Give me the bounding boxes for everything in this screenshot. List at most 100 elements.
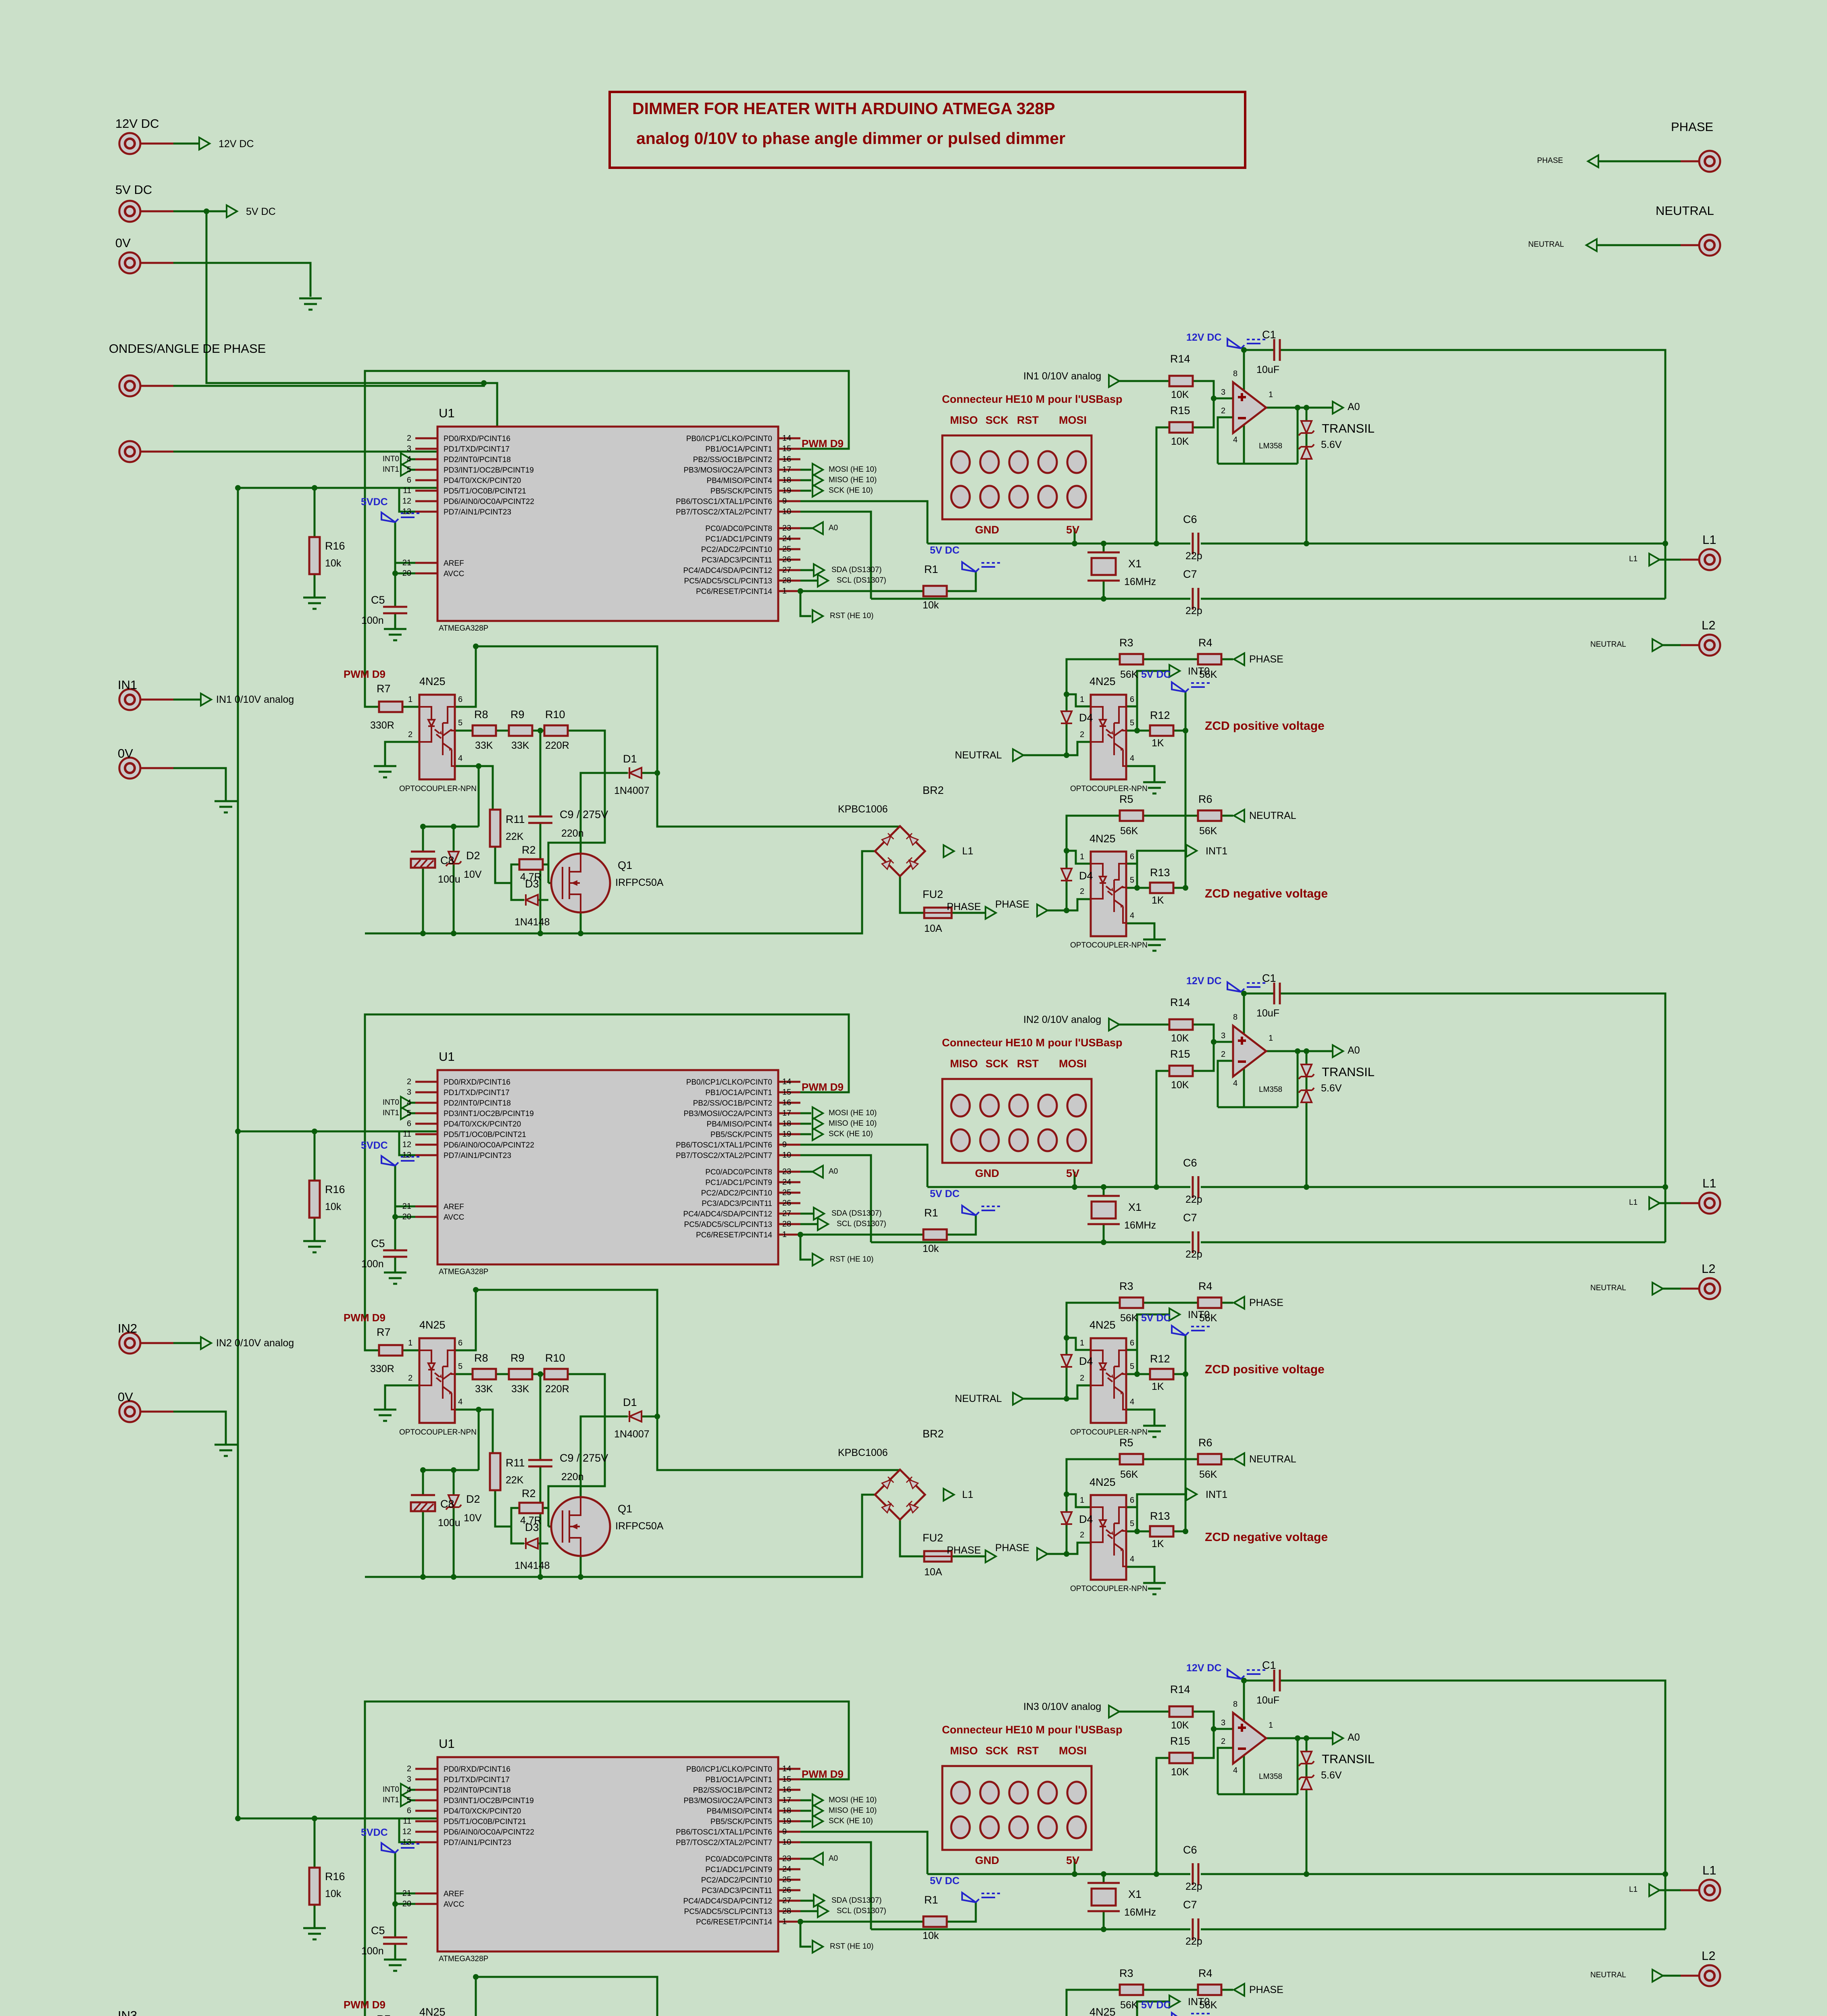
- transil-upper[interactable]: [1298, 1751, 1315, 1767]
- terminal-neutral[interactable]: [1699, 235, 1720, 256]
- capacitor-c1[interactable]: [1274, 1670, 1280, 1691]
- resistor-r15[interactable]: [1169, 1753, 1193, 1763]
- capacitor-c1[interactable]: [1274, 983, 1280, 1004]
- resistor-r3[interactable]: [1120, 1297, 1143, 1308]
- resistor-r3[interactable]: [1120, 1985, 1143, 1995]
- terminal-l1[interactable]: [1699, 1880, 1720, 1901]
- resistor-r1[interactable]: [923, 1229, 947, 1240]
- diode-d4-upper[interactable]: [1060, 710, 1073, 724]
- terminal-phase[interactable]: [1699, 151, 1720, 172]
- d1-ref: D1: [623, 753, 637, 765]
- diode-d1[interactable]: [629, 766, 642, 779]
- resistor-r14[interactable]: [1169, 376, 1193, 386]
- he10-connector[interactable]: [941, 434, 1093, 521]
- opamp-lm358[interactable]: [1233, 1026, 1266, 1077]
- terminal-l2[interactable]: [1699, 1965, 1720, 1986]
- crystal-x1[interactable]: [1090, 557, 1117, 576]
- mcu-atmega328p[interactable]: [436, 425, 779, 622]
- crystal-x1[interactable]: [1090, 1887, 1117, 1907]
- resistor-r6[interactable]: [1198, 810, 1221, 821]
- resistor-r13[interactable]: [1150, 1526, 1173, 1537]
- resistor-r10[interactable]: [544, 725, 568, 736]
- terminal-l1[interactable]: [1699, 549, 1720, 570]
- resistor-r16[interactable]: [309, 1868, 320, 1905]
- capacitor-c5[interactable]: [383, 1937, 407, 1944]
- resistor-r5[interactable]: [1120, 1454, 1143, 1464]
- terminal-0v[interactable]: [119, 252, 140, 273]
- bridge-br2[interactable]: [875, 826, 925, 876]
- resistor-r4[interactable]: [1198, 654, 1221, 664]
- opamp-pin2: 2: [1221, 1050, 1226, 1059]
- capacitor-c5[interactable]: [383, 1250, 407, 1257]
- resistor-r4[interactable]: [1198, 1985, 1221, 1995]
- resistor-r11[interactable]: [490, 810, 500, 847]
- optocoupler-u2[interactable]: [419, 1338, 455, 1423]
- optocoupler-u3[interactable]: [1091, 695, 1126, 779]
- resistor-r9[interactable]: [509, 1369, 532, 1379]
- capacitor-c1[interactable]: [1274, 339, 1280, 361]
- opamp-lm358[interactable]: [1233, 1713, 1266, 1764]
- transil-lower[interactable]: [1298, 1087, 1315, 1103]
- resistor-r7[interactable]: [379, 1345, 402, 1356]
- resistor-r14[interactable]: [1169, 1019, 1193, 1030]
- transil-upper[interactable]: [1298, 1064, 1315, 1080]
- resistor-r12[interactable]: [1150, 1369, 1173, 1379]
- capacitor-c5[interactable]: [383, 607, 407, 613]
- mcu-atmega328p[interactable]: [436, 1069, 779, 1266]
- resistor-r8[interactable]: [473, 725, 496, 736]
- resistor-r2[interactable]: [519, 1503, 543, 1513]
- diode-d4-lower[interactable]: [1060, 1511, 1073, 1525]
- resistor-r15[interactable]: [1169, 1066, 1193, 1076]
- transil-lower[interactable]: [1298, 1774, 1315, 1790]
- capacitor-c9[interactable]: [528, 1460, 552, 1466]
- bridge-br2[interactable]: [875, 1470, 925, 1520]
- terminal-5v[interactable]: [119, 201, 140, 222]
- terminal-l2[interactable]: [1699, 1278, 1720, 1299]
- resistor-r4[interactable]: [1198, 1297, 1221, 1308]
- he10-sck: SCK: [985, 1745, 1009, 1757]
- optocoupler-u4[interactable]: [1091, 852, 1126, 936]
- capacitor-c8[interactable]: [410, 1494, 436, 1512]
- resistor-r6[interactable]: [1198, 1454, 1221, 1464]
- crystal-x1[interactable]: [1090, 1200, 1117, 1220]
- opto1-pin1: 1: [408, 1339, 413, 1347]
- mcu-atmega328p[interactable]: [436, 1756, 779, 1953]
- resistor-r16[interactable]: [309, 1181, 320, 1218]
- optocoupler-u4[interactable]: [1091, 1495, 1126, 1580]
- capacitor-c8[interactable]: [410, 850, 436, 869]
- diode-d3[interactable]: [525, 1537, 539, 1550]
- mosfet-q1[interactable]: [551, 1497, 610, 1556]
- diode-d3[interactable]: [525, 893, 539, 906]
- resistor-r16[interactable]: [309, 537, 320, 574]
- diode-d1[interactable]: [629, 1410, 642, 1423]
- resistor-r9[interactable]: [509, 725, 532, 736]
- resistor-r8[interactable]: [473, 1369, 496, 1379]
- he10-connector[interactable]: [941, 1765, 1093, 1851]
- terminal-l1[interactable]: [1699, 1193, 1720, 1214]
- transil-lower[interactable]: [1298, 444, 1315, 460]
- diode-d4-upper[interactable]: [1060, 1354, 1073, 1368]
- terminal-l2[interactable]: [1699, 635, 1720, 656]
- resistor-r15[interactable]: [1169, 422, 1193, 433]
- mosfet-q1[interactable]: [551, 854, 610, 912]
- opamp-lm358[interactable]: [1233, 382, 1266, 433]
- optocoupler-u3[interactable]: [1091, 1338, 1126, 1423]
- resistor-r13[interactable]: [1150, 883, 1173, 893]
- resistor-r12[interactable]: [1150, 725, 1173, 736]
- resistor-r11[interactable]: [490, 1453, 500, 1490]
- resistor-r1[interactable]: [923, 1916, 947, 1927]
- resistor-r14[interactable]: [1169, 1706, 1193, 1717]
- resistor-r10[interactable]: [544, 1369, 568, 1379]
- terminal-12v[interactable]: [119, 133, 140, 154]
- transil-upper[interactable]: [1298, 420, 1315, 436]
- capacitor-c9[interactable]: [528, 816, 552, 823]
- r3-value: 56K: [1120, 669, 1138, 680]
- resistor-r5[interactable]: [1120, 810, 1143, 821]
- he10-connector[interactable]: [941, 1078, 1093, 1164]
- resistor-r2[interactable]: [519, 859, 543, 870]
- optocoupler-u2[interactable]: [419, 695, 455, 779]
- resistor-r3[interactable]: [1120, 654, 1143, 664]
- resistor-r7[interactable]: [379, 702, 402, 712]
- resistor-r1[interactable]: [923, 586, 947, 596]
- diode-d4-lower[interactable]: [1060, 868, 1073, 881]
